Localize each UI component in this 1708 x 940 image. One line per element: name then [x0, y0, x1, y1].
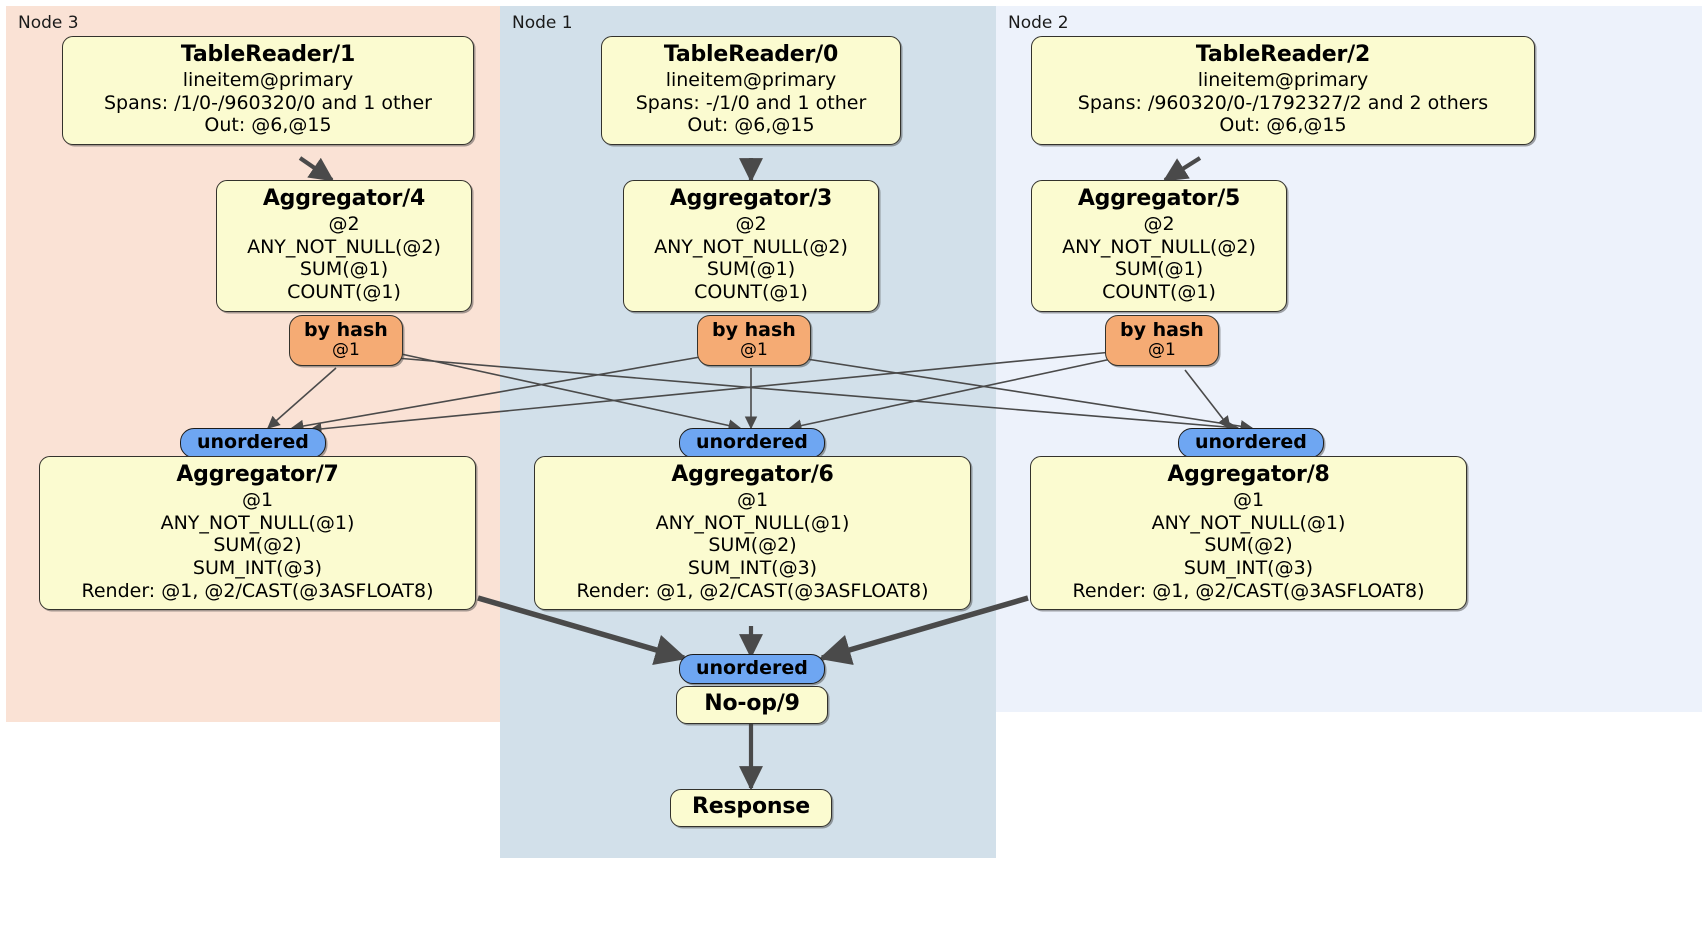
processor-aggregator-3[interactable]: Aggregator/3 @2 ANY_NOT_NULL(@2) SUM(@1)… [623, 180, 879, 312]
stream-unordered-left[interactable]: unordered [180, 428, 326, 459]
processor-detail-line: SUM(@1) [1114, 258, 1204, 281]
processor-detail-line: ANY_NOT_NULL(@1) [655, 511, 850, 534]
processor-detail-line: ANY_NOT_NULL(@2) [247, 235, 441, 258]
router-column: @1 [739, 340, 768, 361]
processor-title: Aggregator/3 [669, 186, 833, 211]
processor-detail-line: lineitem@primary [665, 69, 837, 92]
processor-detail-line: SUM(@2) [1204, 534, 1293, 557]
processor-title: Aggregator/8 [1167, 462, 1330, 487]
processor-detail-line: @1 [736, 489, 769, 512]
processor-detail-line: Spans: /1/0-/960320/0 and 1 other [104, 91, 432, 114]
processor-detail-line: SUM_INT(@3) [687, 557, 818, 579]
router-column: @1 [331, 340, 360, 361]
processor-detail-line: Spans: /960320/0-/1792327/2 and 2 others [1077, 91, 1489, 114]
processor-title: TableReader/0 [663, 42, 839, 67]
processor-detail-line: COUNT(@1) [694, 281, 808, 303]
processor-detail-line: COUNT(@1) [1102, 281, 1216, 303]
processor-table-reader-1[interactable]: TableReader/1 lineitem@primary Spans: /1… [62, 36, 474, 145]
processor-detail-line: ANY_NOT_NULL(@1) [160, 511, 355, 534]
processor-detail-line: ANY_NOT_NULL(@2) [654, 235, 848, 258]
router-column: @1 [1147, 340, 1176, 361]
processor-aggregator-8[interactable]: Aggregator/8 @1 ANY_NOT_NULL(@1) SUM(@2)… [1030, 456, 1467, 611]
processor-aggregator-4[interactable]: Aggregator/4 @2 ANY_NOT_NULL(@2) SUM(@1)… [216, 180, 472, 312]
processor-title: TableReader/2 [1195, 42, 1371, 67]
processor-response[interactable]: Response [670, 789, 832, 828]
processor-title: Aggregator/7 [176, 462, 339, 487]
processor-detail-line: ANY_NOT_NULL(@2) [1062, 235, 1256, 258]
processor-detail-line: SUM(@2) [213, 534, 302, 557]
processor-detail-line: SUM(@1) [299, 258, 389, 281]
stream-unordered-final[interactable]: unordered [679, 654, 825, 685]
processor-title: Aggregator/4 [262, 186, 426, 211]
router-title: by hash [1120, 319, 1204, 341]
processor-detail-line: SUM_INT(@3) [1183, 557, 1314, 579]
node-panel-label-node2: Node 2 [1008, 13, 1069, 33]
processor-detail-line: SUM(@1) [706, 258, 796, 281]
processor-detail-line: Out: @6,@15 [687, 114, 815, 137]
processor-detail-line: ANY_NOT_NULL(@1) [1151, 511, 1346, 534]
processor-title: Response [692, 794, 810, 819]
processor-table-reader-0[interactable]: TableReader/0 lineitem@primary Spans: -/… [601, 36, 901, 145]
processor-detail-line: SUM_INT(@3) [192, 557, 323, 579]
stream-unordered-center[interactable]: unordered [679, 428, 825, 459]
processor-detail-line: Render: @1, @2/CAST(@3ASFLOAT8) [576, 579, 929, 602]
processor-detail-line: SUM(@2) [708, 534, 797, 557]
node-panel-label-node1: Node 1 [512, 13, 573, 33]
processor-table-reader-2[interactable]: TableReader/2 lineitem@primary Spans: /9… [1031, 36, 1535, 145]
processor-title: No-op/9 [704, 691, 800, 716]
processor-detail-line: @2 [735, 213, 767, 236]
processor-detail-line: COUNT(@1) [287, 281, 401, 303]
node-panel-label-node3: Node 3 [18, 13, 79, 33]
processor-detail-line: lineitem@primary [182, 69, 354, 92]
processor-detail-line: lineitem@primary [1197, 69, 1369, 92]
router-by-hash-left[interactable]: by hash @1 [289, 315, 403, 367]
router-title: by hash [304, 319, 388, 341]
stream-unordered-right[interactable]: unordered [1178, 428, 1324, 459]
processor-title: Aggregator/6 [671, 462, 834, 487]
processor-detail-line: Render: @1, @2/CAST(@3ASFLOAT8) [81, 579, 434, 602]
processor-aggregator-5[interactable]: Aggregator/5 @2 ANY_NOT_NULL(@2) SUM(@1)… [1031, 180, 1287, 312]
processor-detail-line: @2 [328, 213, 360, 236]
processor-title: TableReader/1 [180, 42, 356, 67]
processor-detail-line: Render: @1, @2/CAST(@3ASFLOAT8) [1072, 579, 1425, 602]
router-by-hash-right[interactable]: by hash @1 [1105, 315, 1219, 367]
processor-aggregator-6[interactable]: Aggregator/6 @1 ANY_NOT_NULL(@1) SUM(@2)… [534, 456, 971, 611]
router-title: by hash [712, 319, 796, 341]
router-by-hash-center[interactable]: by hash @1 [697, 315, 811, 367]
processor-detail-line: Out: @6,@15 [1219, 114, 1347, 137]
processor-detail-line: @1 [241, 489, 274, 512]
processor-title: Aggregator/5 [1077, 186, 1241, 211]
processor-detail-line: @1 [1232, 489, 1265, 512]
processor-detail-line: @2 [1143, 213, 1175, 236]
processor-aggregator-7[interactable]: Aggregator/7 @1 ANY_NOT_NULL(@1) SUM(@2)… [39, 456, 476, 611]
processor-no-op-9[interactable]: No-op/9 [676, 686, 828, 725]
processor-detail-line: Out: @6,@15 [204, 114, 332, 137]
processor-detail-line: Spans: -/1/0 and 1 other [635, 91, 867, 114]
